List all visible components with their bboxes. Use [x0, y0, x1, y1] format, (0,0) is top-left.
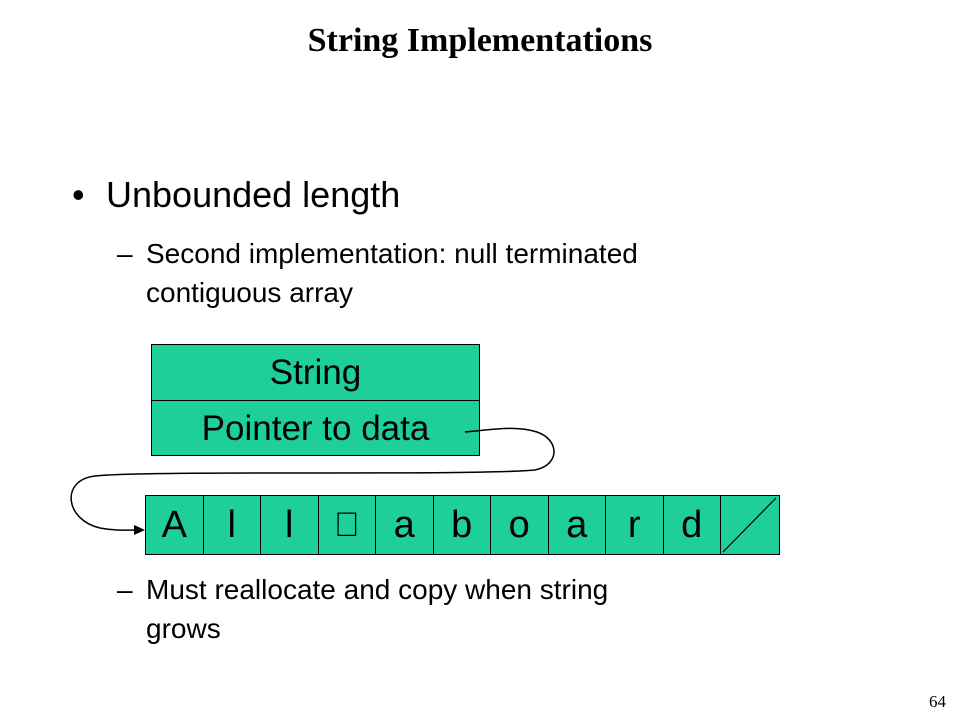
- char-cell: b: [433, 496, 491, 554]
- slide-title: String Implementations: [307, 22, 653, 59]
- pointer-arrow-head: [134, 525, 145, 535]
- char-cell: d: [663, 496, 721, 554]
- sub-bullet-line-1: Second implementation: null terminated: [146, 238, 638, 269]
- bullet-text: Unbounded length: [106, 174, 401, 215]
- sub-bullet-dash: –: [117, 238, 133, 269]
- sub-bullet-line-2: contiguous array: [146, 277, 354, 308]
- char-cell: o: [491, 496, 549, 554]
- char-cell: l: [203, 496, 261, 554]
- bullet-glyph: •: [72, 174, 85, 215]
- char-cell: l: [261, 496, 319, 554]
- page-number: 64: [929, 692, 946, 711]
- sub-bullet-line-2: grows: [146, 613, 221, 644]
- char-cell: a: [548, 496, 606, 554]
- char-cell-space-glyph: : [318, 496, 376, 554]
- char-cell: A: [146, 496, 204, 554]
- char-cell: a: [376, 496, 434, 554]
- char-cell: r: [606, 496, 664, 554]
- sub-bullet-dash: –: [117, 574, 133, 605]
- string-record-header: String: [152, 345, 479, 401]
- pointer-arrow-curve: [70, 427, 555, 531]
- null-slash-icon: [722, 497, 777, 553]
- sub-bullet-line-1: Must reallocate and copy when string: [146, 574, 609, 605]
- string-record-pointer-field: Pointer to data: [201, 408, 430, 448]
- char-array: A l l  a b o a r d: [145, 495, 780, 555]
- null-terminator-cell: [721, 496, 779, 554]
- string-record-box: String Pointer to data: [151, 344, 480, 456]
- bullet-unbounded-length: • Unbounded length: [72, 174, 400, 216]
